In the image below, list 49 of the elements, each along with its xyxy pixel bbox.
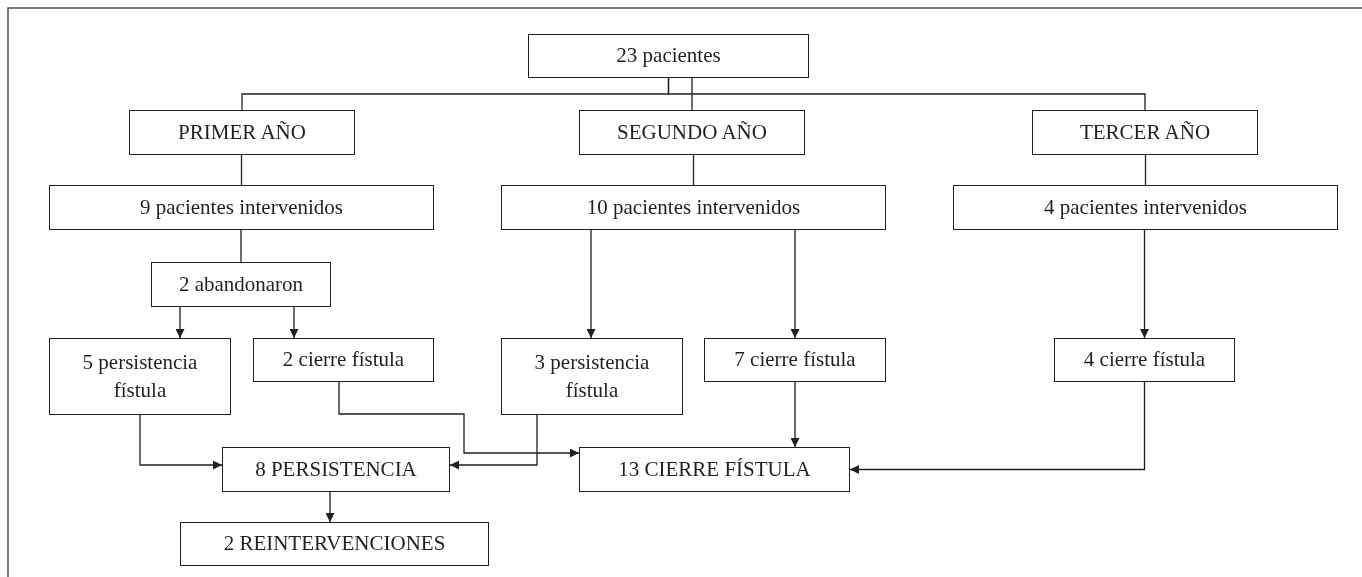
process-box — [501, 185, 886, 230]
process-box — [953, 185, 1338, 230]
process-box — [151, 262, 331, 307]
process-box — [704, 338, 886, 382]
box-label: PRIMER AÑO — [178, 118, 306, 146]
process-box — [253, 338, 434, 382]
box-label: 3 persistencia fístula — [533, 349, 651, 404]
process-box — [579, 447, 850, 492]
box-label: 7 cierre fístula — [734, 346, 856, 374]
connector-line — [240, 154, 243, 186]
arrow — [1140, 229, 1149, 339]
connector-line — [240, 229, 242, 263]
arrow — [139, 414, 223, 470]
box-label: SEGUNDO AÑO — [617, 118, 767, 146]
arrow — [586, 229, 596, 339]
box-label: 23 pacientes — [616, 42, 721, 70]
process-box — [1054, 338, 1235, 382]
process-box — [1032, 110, 1258, 155]
process-box — [579, 110, 805, 155]
box-label: 2 cierre fístula — [282, 346, 405, 374]
arrow — [338, 381, 580, 458]
connector-line — [1144, 154, 1147, 186]
arrow — [289, 306, 299, 339]
box-label: 4 cierre fístula — [1083, 346, 1206, 374]
box-label: 2 abandonaron — [178, 270, 304, 298]
process-box — [501, 338, 683, 415]
box-label: 4 pacientes intervenidos — [1044, 193, 1247, 221]
arrow — [175, 306, 185, 339]
arrow — [790, 229, 800, 339]
box-label: 8 PERSISTENCIA — [255, 455, 417, 483]
arrow — [790, 381, 800, 448]
process-box — [180, 522, 489, 566]
process-box — [129, 110, 355, 155]
connector-line — [691, 77, 693, 111]
box-label: TERCER AÑO — [1079, 118, 1211, 146]
arrow — [849, 381, 1146, 474]
box-label: 5 persistencia fístula — [81, 349, 199, 404]
process-box — [49, 338, 231, 415]
process-box — [49, 185, 434, 230]
box-label: 10 pacientes intervenidos — [586, 193, 801, 221]
box-label: 13 CIERRE FÍSTULA — [618, 455, 811, 483]
arrow — [325, 491, 335, 523]
connector-line — [667, 77, 1146, 111]
arrow — [449, 414, 538, 470]
process-box — [528, 34, 809, 78]
box-label: 2 REINTERVENCIONES — [223, 530, 446, 558]
process-box — [222, 447, 450, 492]
box-label: 9 pacientes intervenidos — [140, 193, 343, 221]
connector-line — [692, 154, 695, 186]
